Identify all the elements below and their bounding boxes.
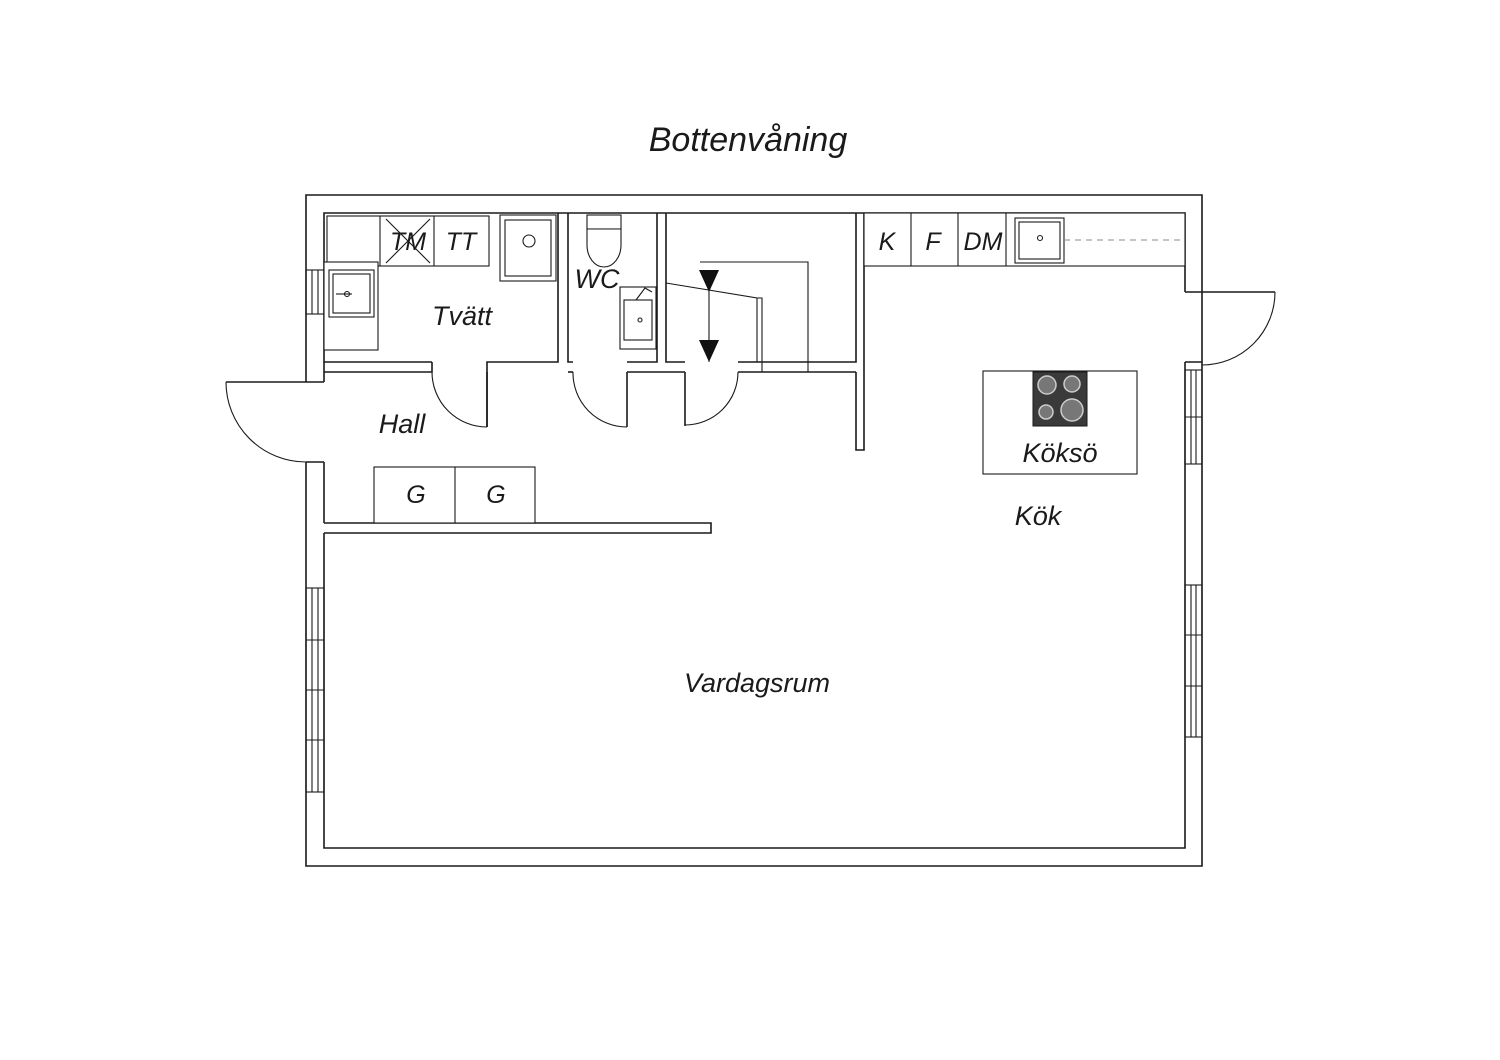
appliance-label-k: K: [879, 228, 897, 256]
room-label-vardagsrum: Vardagsrum: [684, 668, 830, 698]
staircase: [665, 261, 809, 372]
outer-walls: [305, 194, 1203, 867]
wc-fixtures: [586, 214, 657, 350]
kitchen-island: [982, 370, 1138, 475]
interior-doors: [431, 371, 739, 428]
kitchen-counter: [863, 212, 1186, 267]
interior-walls: [324, 213, 865, 534]
appliance-label-f: F: [925, 228, 942, 256]
room-label-wc: WC: [575, 264, 620, 294]
appliance-label-tt: TT: [446, 228, 478, 256]
plan-title: Bottenvåning: [649, 121, 848, 159]
front-door: [225, 381, 307, 463]
laundry-fixtures: [323, 214, 557, 351]
room-label-kok: Kök: [1015, 501, 1063, 531]
room-label-koksö: Köksö: [1022, 438, 1097, 468]
room-label-hall: Hall: [379, 409, 427, 439]
kitchen-door: [1201, 291, 1276, 366]
appliance-label-tm: TM: [390, 228, 426, 256]
wardrobe-label-1: G: [406, 481, 425, 509]
windows: [305, 269, 1203, 793]
wardrobe-label-2: G: [486, 481, 505, 509]
room-label-tvatt: Tvätt: [432, 301, 494, 331]
appliance-label-dm: DM: [964, 228, 1003, 256]
hall-wardrobes: [373, 466, 536, 524]
